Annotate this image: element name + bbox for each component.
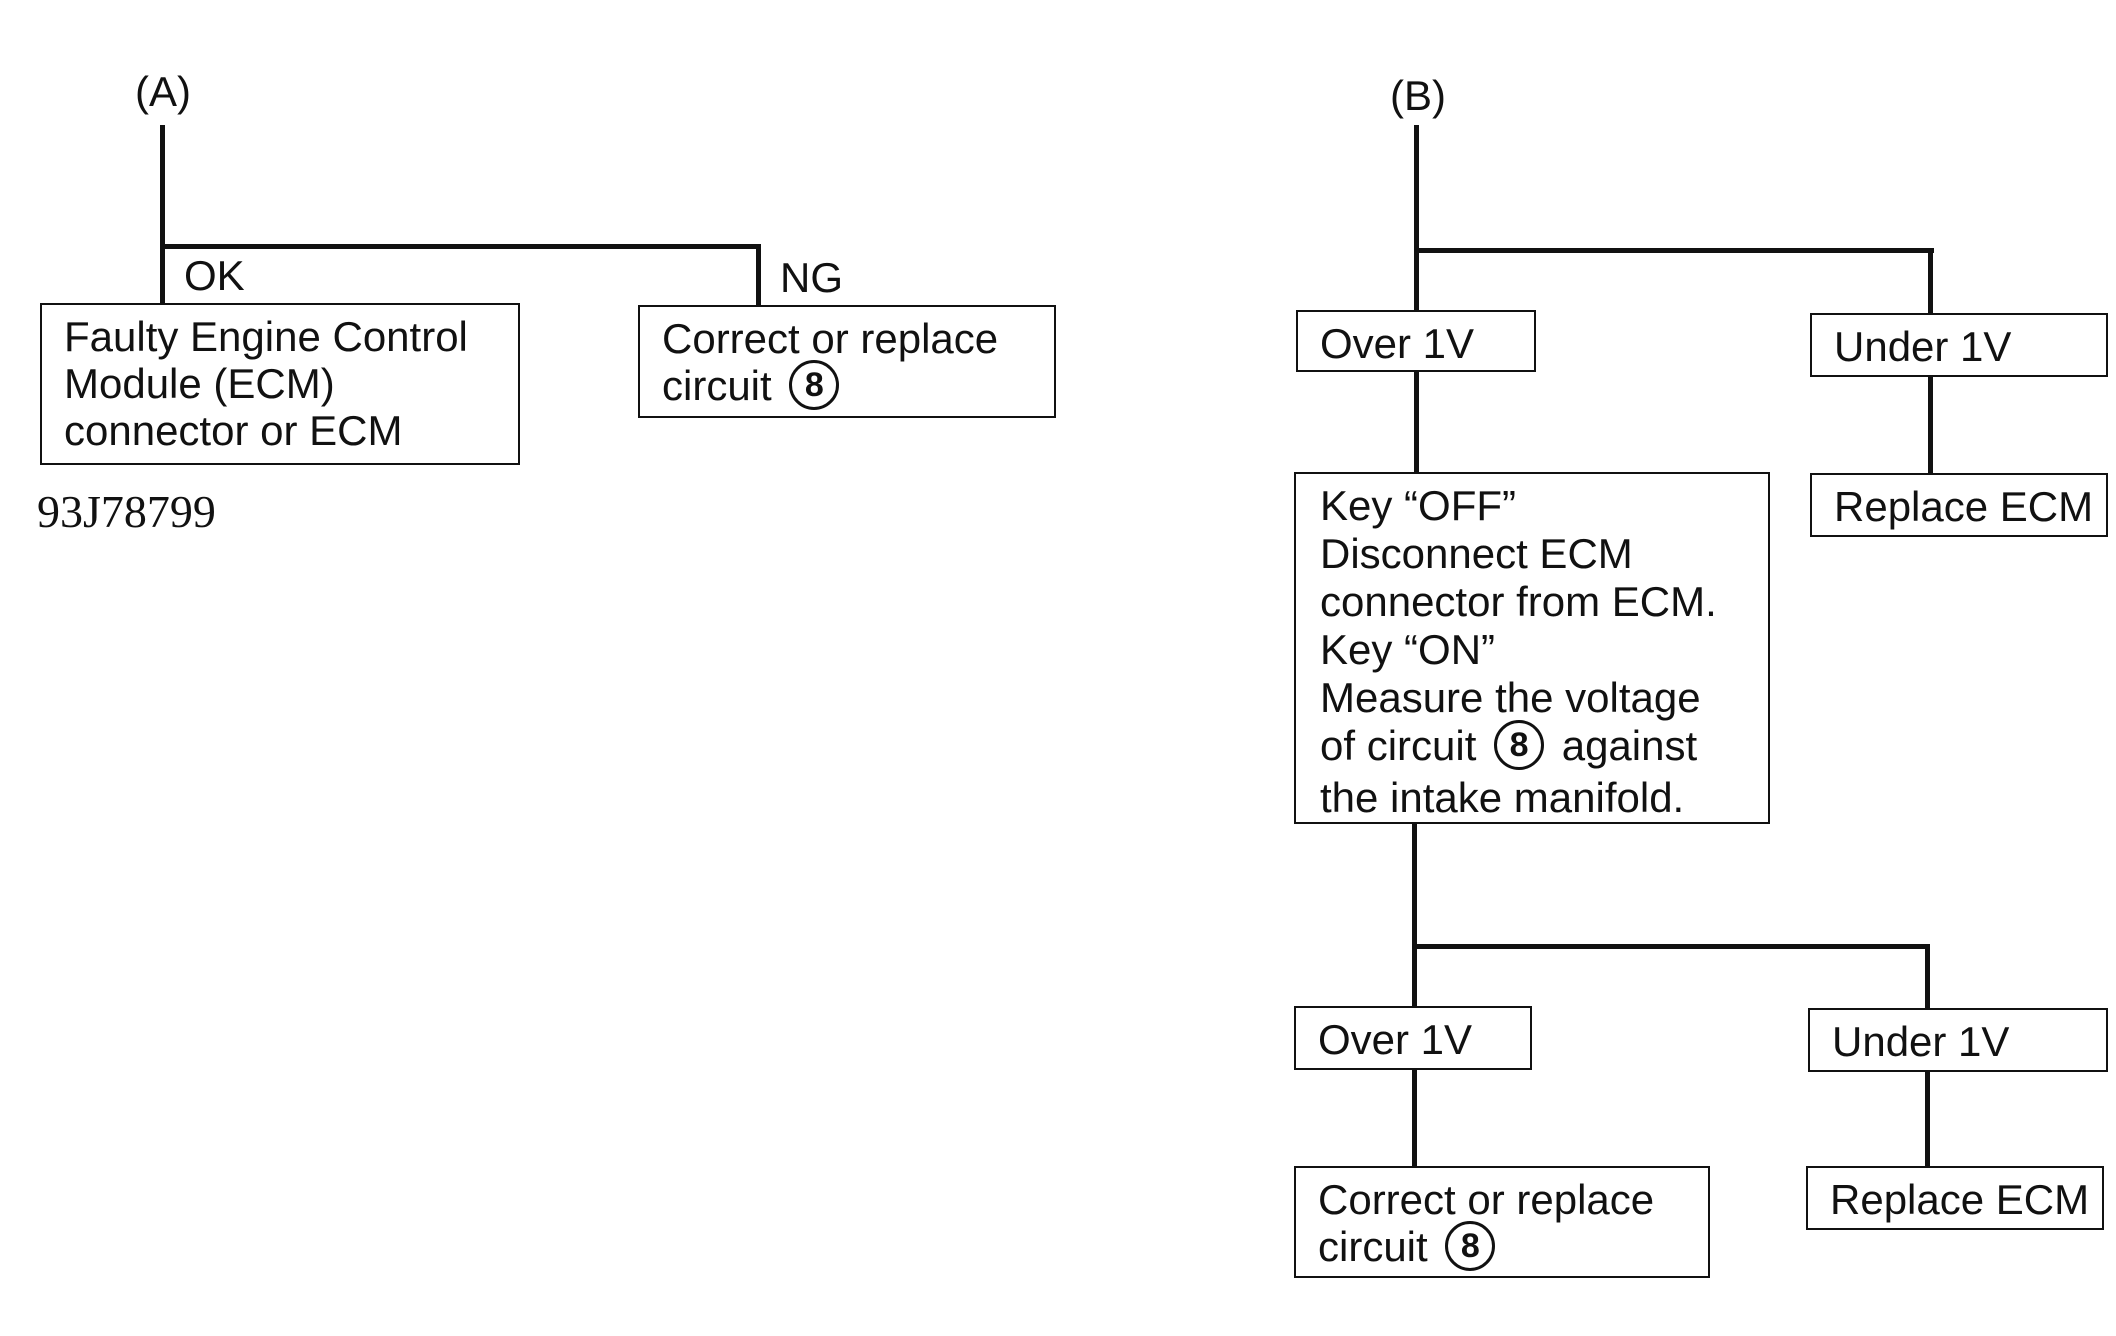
connector-line [1414,248,1934,253]
box-text: against [1561,722,1698,769]
connector-line [1412,824,1417,1006]
circuit-number-badge: 8 [789,359,840,410]
under-1v-box: Under 1V [1808,1008,2108,1072]
box-text-line: Correct or replace [662,315,999,362]
box-text-line: Key “OFF” [1320,482,1516,529]
box-text: Replace ECM [1834,483,2094,530]
box-text-line: Measure the voltage [1320,674,1701,721]
connector-line [1925,1072,1930,1168]
box-text: Replace ECM [1830,1176,2090,1223]
box-text-line: Key “ON” [1320,626,1496,673]
faulty-ecm-box: Faulty Engine Control Module (ECM) conne… [40,303,520,465]
box-text-line: circuit 8 [662,359,1032,414]
box-text: Under 1V [1834,323,2012,370]
box-text: circuit [1318,1223,1428,1270]
reference-code: 93J78799 [37,486,216,537]
correct-circuit-box-a: Correct or replace circuit 8 [638,305,1056,418]
over-1v-box: Over 1V [1294,1006,1532,1070]
connector-line [160,244,760,249]
box-text-line: Faulty Engine Control [64,313,468,360]
connector-line [1928,377,1933,473]
connector-line [1412,1070,1417,1168]
box-text-line: of circuit 8 against [1320,719,1744,774]
box-text-line: circuit 8 [1318,1220,1686,1275]
connector-line [1414,125,1419,310]
connector-line [1928,248,1933,313]
connector-line [1414,372,1419,472]
box-text-line: connector from ECM. [1320,578,1717,625]
box-text-line: Module (ECM) [64,360,335,407]
box-text-line: Disconnect ECM [1320,530,1633,577]
connector-line [1925,944,1930,1008]
box-text: circuit [662,362,772,409]
box-text: Over 1V [1318,1016,1473,1063]
connector-line [160,125,165,305]
diagram-b-marker: (B) [1390,72,1446,119]
box-text-line: connector or ECM [64,407,403,454]
circuit-number-badge: 8 [1445,1220,1496,1271]
ng-branch-label: NG [780,254,843,301]
over-1v-box: Over 1V [1296,310,1536,372]
correct-circuit-box-b: Correct or replace circuit 8 [1294,1166,1710,1278]
diagram-a-marker: (A) [135,68,191,115]
circuit-number-badge: 8 [1494,719,1545,770]
box-text: Under 1V [1832,1018,2010,1065]
box-text: of circuit [1320,722,1477,769]
connector-line [756,244,761,305]
box-text-line: Correct or replace [1318,1176,1655,1223]
box-text: Over 1V [1320,320,1475,367]
under-1v-box: Under 1V [1810,313,2108,377]
replace-ecm-box: Replace ECM [1810,473,2108,537]
connector-line [1412,944,1930,949]
ok-branch-label: OK [184,252,245,299]
replace-ecm-box: Replace ECM [1806,1166,2104,1230]
instruction-box: Key “OFF” Disconnect ECM connector from … [1294,472,1770,824]
box-text-line: the intake manifold. [1320,773,1685,821]
